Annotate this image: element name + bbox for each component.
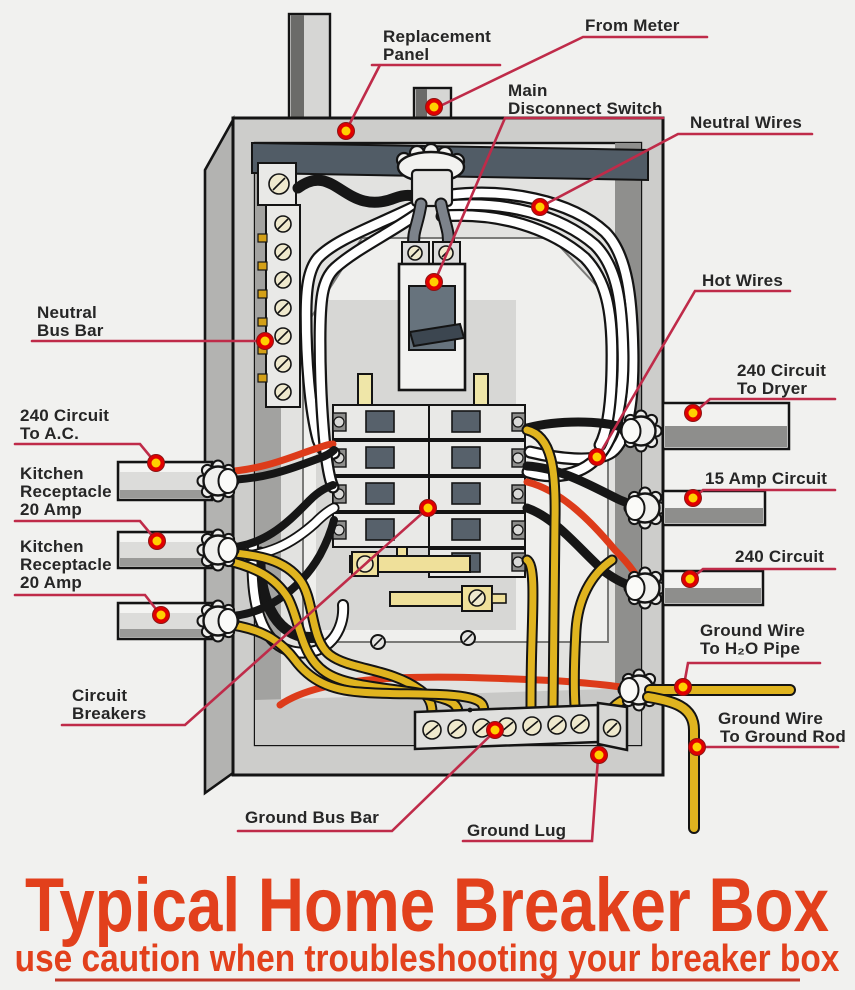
breaker-handle (451, 518, 481, 541)
svg-text:Ground Bus Bar: Ground Bus Bar (245, 808, 379, 827)
page-subtitle: use caution when troubleshooting your br… (15, 937, 840, 979)
main-disconnect-switch (395, 142, 467, 392)
neutral-bus-bar (257, 162, 301, 408)
breaker-column-right (428, 404, 526, 578)
leader-line (13, 519, 157, 541)
breaker-handle (451, 446, 481, 469)
neutral-wire (440, 200, 628, 481)
ground-wire (523, 556, 537, 712)
hot-wire (218, 481, 337, 552)
breaker-handle (451, 482, 481, 505)
exterior-ground-wires (642, 684, 796, 834)
conduit-240-dryer (661, 401, 791, 451)
branch-conduits-right (661, 401, 791, 607)
clamp-neck (410, 168, 454, 208)
callout-240-circuit: 240 Circuit (681, 547, 837, 588)
bus-bar-screws (274, 215, 292, 401)
leader-line (597, 289, 792, 457)
ground-lug (596, 701, 629, 752)
breaker-handle (365, 518, 395, 541)
ground-wire (221, 620, 488, 716)
leader-line (60, 507, 429, 727)
breaker-terminals-right (511, 412, 526, 572)
svg-text:15 Amp Circuit: 15 Amp Circuit (705, 469, 827, 488)
lock-nut (623, 486, 667, 530)
ground-wire (570, 556, 616, 710)
leader-line (13, 442, 156, 463)
breaker-handle (365, 446, 395, 469)
callout-neutral-wires: Neutral Wires (531, 113, 814, 216)
page-title: Typical Home Breaker Box (25, 862, 829, 948)
leader-line (236, 730, 496, 833)
leader-line (540, 132, 814, 208)
breaker-handle (365, 410, 395, 433)
conduit-15-amp (661, 489, 767, 527)
leader-line (434, 35, 709, 110)
callout-15-amp-circuit: 15 Amp Circuit (684, 469, 837, 507)
callout-from-meter: From Meter (425, 16, 709, 116)
conduit-240-ac (116, 459, 240, 503)
lock-nut (619, 409, 663, 453)
leader-line (433, 116, 665, 283)
callout-hot-wires: Hot Wires (588, 271, 792, 466)
leader-line (13, 593, 161, 615)
callout-ground-bus-bar: Ground Bus Bar (236, 721, 504, 833)
svg-text:240 Circuit: 240 Circuit (735, 547, 824, 566)
bus-stab (357, 373, 373, 406)
leader-line (461, 756, 600, 843)
title-block: Typical Home Breaker Box use caution whe… (15, 862, 840, 982)
hot-wire (218, 516, 338, 621)
hot-wire (218, 446, 338, 484)
svg-text:Hot Wires: Hot Wires (702, 271, 783, 290)
leader-line (345, 63, 502, 131)
svg-text:From Meter: From Meter (585, 16, 680, 35)
svg-text:Ground Lug: Ground Lug (467, 821, 566, 840)
bus-bar-lugs (257, 233, 268, 383)
neutral-wire (437, 211, 617, 450)
main-breaker-handle (408, 322, 466, 348)
circuit-breaker-stack (332, 373, 526, 578)
ground-bus-bar (413, 701, 629, 752)
svg-text:Neutral Wires: Neutral Wires (690, 113, 802, 132)
cabinet-side-panel (203, 115, 235, 796)
ground-wire-ground-rod (644, 693, 698, 832)
branch-conduits-left (116, 459, 240, 643)
conduit-kitchen-1 (116, 528, 240, 572)
conduit-240 (661, 569, 765, 607)
service-conduit-left (287, 12, 332, 122)
240v-wire (218, 440, 337, 476)
conduit-kitchen-2 (116, 599, 240, 643)
breaker-handle (451, 410, 481, 433)
breaker-handle (365, 482, 395, 505)
leader-line (682, 661, 822, 687)
callout-ground-lug: Ground Lug (461, 746, 608, 843)
breaker-column-left (332, 404, 430, 548)
bus-stab (473, 373, 489, 406)
ground-wire (523, 426, 559, 712)
lock-nut (623, 566, 667, 610)
ground-wire (221, 556, 462, 716)
